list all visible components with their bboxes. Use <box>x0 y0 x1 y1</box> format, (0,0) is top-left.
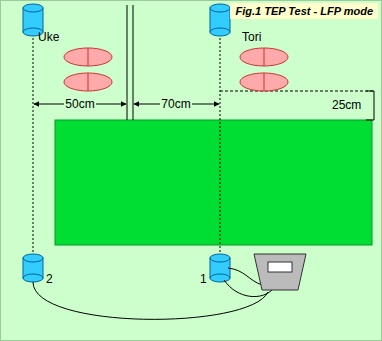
person-name: Uke <box>38 30 59 44</box>
figure-title: Fig.1 TEP Test - LFP mode <box>230 3 378 19</box>
dimension-label: 70cm <box>160 97 191 111</box>
dimension-label: 25cm <box>332 98 361 112</box>
mat <box>55 120 372 245</box>
person-name: Tori <box>242 30 261 44</box>
sensor-number: 1 <box>200 272 207 286</box>
dimension-label: 50cm <box>64 97 95 111</box>
sensor-number: 2 <box>46 272 53 286</box>
